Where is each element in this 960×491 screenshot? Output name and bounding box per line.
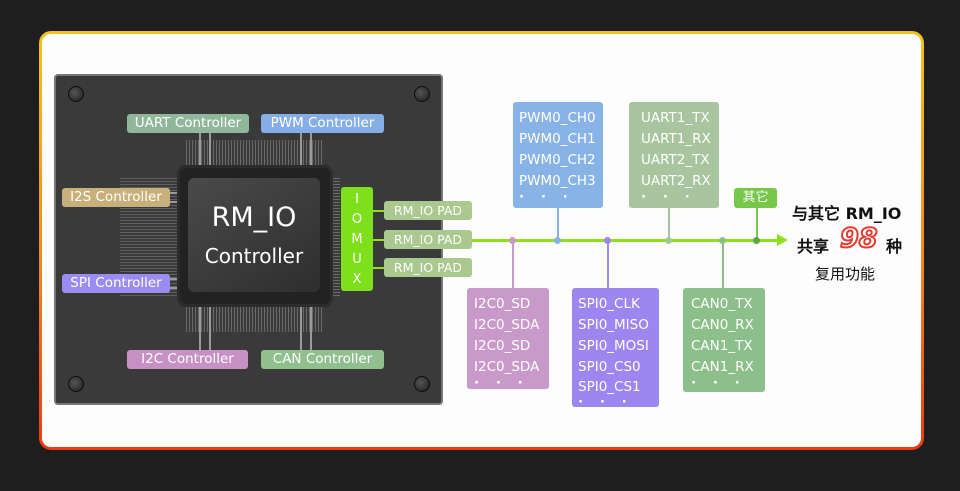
screw-icon xyxy=(414,86,430,102)
wire xyxy=(170,278,182,280)
uart-connector xyxy=(668,208,670,240)
wire xyxy=(199,304,201,350)
ellipsis: · · · xyxy=(474,375,529,391)
function-item: PWM0_CH2 xyxy=(519,152,596,168)
iomux-letter: I xyxy=(355,192,359,207)
uart-controller-tag: UART Controller xyxy=(127,114,249,133)
wire xyxy=(170,201,182,203)
bus-node xyxy=(665,237,672,244)
function-item: I2C0_SDA xyxy=(474,359,540,375)
ellipsis: · · · xyxy=(578,394,633,410)
iomux-letter: M xyxy=(351,232,363,247)
pwm-function-box: PWM0_CH0 PWM0_CH1 PWM0_CH2 PWM0_CH3 · · … xyxy=(513,102,603,208)
function-item: SPI0_CS0 xyxy=(578,359,641,375)
wire xyxy=(209,304,211,350)
function-item: PWM0_CH1 xyxy=(519,131,596,147)
function-item: SPI0_CS1 xyxy=(578,379,641,395)
i2c-controller-tag: I2C Controller xyxy=(127,350,248,369)
function-item: UART1_TX xyxy=(641,110,710,126)
wire xyxy=(170,287,182,289)
can-controller-tag: CAN Controller xyxy=(261,350,384,369)
function-item: CAN0_TX xyxy=(691,296,753,312)
pad-link xyxy=(373,267,385,269)
bus-node xyxy=(509,237,516,244)
rm-io-pad: RM_IO PAD xyxy=(384,230,472,249)
wire xyxy=(310,133,312,168)
bottom-pins xyxy=(186,306,324,332)
summary-line3: 复用功能 xyxy=(815,265,876,283)
bus-node xyxy=(554,237,561,244)
summary-line2-suffix: 种 xyxy=(886,237,903,256)
other-tag: 其它 xyxy=(734,188,777,208)
function-item: SPI0_MOSI xyxy=(578,338,649,354)
pad-link xyxy=(373,239,385,241)
function-item: UART2_TX xyxy=(641,152,710,168)
controller-die: RM_IO Controller xyxy=(180,168,330,304)
function-item: I2C0_SD xyxy=(474,338,531,354)
spi-function-box: SPI0_CLK SPI0_MISO SPI0_MOSI SPI0_CS0 SP… xyxy=(572,288,659,410)
summary-line1: 与其它 RM_IO xyxy=(792,204,902,223)
ellipsis: · · · xyxy=(641,189,696,205)
screw-icon xyxy=(68,86,84,102)
rm-io-pad: RM_IO PAD xyxy=(384,258,472,277)
bus-node xyxy=(719,237,726,244)
wire xyxy=(300,133,302,168)
ellipsis: · · · xyxy=(691,375,746,391)
summary-count: 98 xyxy=(839,222,879,255)
iomux-letter: X xyxy=(352,272,362,287)
bus-node xyxy=(604,237,611,244)
function-item: PWM0_CH3 xyxy=(519,173,596,189)
function-item: UART1_RX xyxy=(641,131,711,147)
i2s-controller-tag: I2S Controller xyxy=(62,188,170,207)
function-item: CAN1_TX xyxy=(691,338,753,354)
pad-link xyxy=(373,210,385,212)
can-function-box: CAN0_TX CAN0_RX CAN1_TX CAN1_RX · · · xyxy=(683,288,765,392)
i2c-connector xyxy=(512,241,514,288)
screw-icon xyxy=(68,376,84,392)
function-item: UART2_RX xyxy=(641,173,711,189)
iomux-letter: O xyxy=(351,212,363,227)
function-item: I2C0_SDA xyxy=(474,317,540,333)
ellipsis: · · · xyxy=(519,189,574,205)
rm-io-pad: RM_IO PAD xyxy=(384,201,472,220)
right-pins xyxy=(332,176,340,296)
iomux-block: I O M U X xyxy=(341,187,373,291)
pwm-controller-tag: PWM Controller xyxy=(261,114,384,133)
function-item: SPI0_MISO xyxy=(578,317,649,333)
uart-function-box: UART1_TX UART1_RX UART2_TX UART2_RX · · … xyxy=(629,102,719,208)
spi-controller-tag: SPI Controller xyxy=(62,274,170,293)
die-title: RM_IO xyxy=(211,202,297,233)
spi-connector xyxy=(607,241,609,288)
bus-arrow-icon xyxy=(777,234,788,246)
wire xyxy=(300,304,302,350)
wire xyxy=(170,192,182,194)
i2c-function-box: I2C0_SD I2C0_SDA I2C0_SD I2C0_SDA · · · xyxy=(467,288,549,391)
function-item: CAN0_RX xyxy=(691,317,754,333)
wire xyxy=(199,133,201,168)
bus-node xyxy=(753,237,760,244)
wire xyxy=(310,304,312,350)
function-item: I2C0_SD xyxy=(474,296,531,312)
can-connector xyxy=(722,241,724,288)
function-item: SPI0_CLK xyxy=(578,296,640,312)
die-subtitle: Controller xyxy=(204,244,304,268)
top-pins xyxy=(186,140,324,166)
wire xyxy=(209,133,211,168)
screw-icon xyxy=(414,376,430,392)
function-item: PWM0_CH0 xyxy=(519,110,596,126)
pwm-connector xyxy=(557,208,559,240)
iomux-letter: U xyxy=(352,252,362,267)
main-bus-line xyxy=(472,239,780,242)
other-connector xyxy=(756,208,758,240)
summary-line2-prefix: 共享 xyxy=(797,237,830,256)
function-item: CAN1_RX xyxy=(691,359,754,375)
